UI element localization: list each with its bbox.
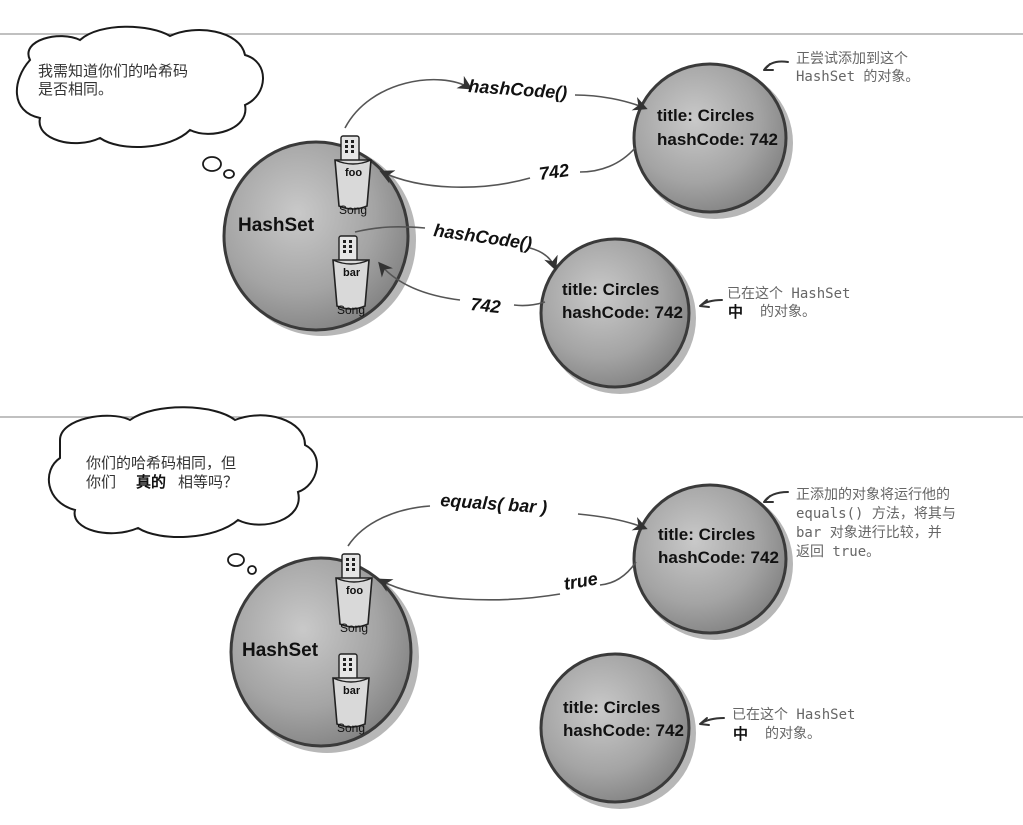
top-call-arrow-1a xyxy=(344,75,473,129)
bottom-call-label: equals( bar ) xyxy=(440,490,548,517)
bottom-song-bar-cup: bar Song xyxy=(332,653,370,735)
top-panel: 我需知道你们的哈希码 是否相同。 HashSet foo Song bar So… xyxy=(16,25,919,394)
top-existing-object-blob: title: Circles hashCode: 742 xyxy=(539,237,696,394)
top-note-new-line2: HashSet 的对象。 xyxy=(796,69,919,85)
top-note-existing-bold: 中 xyxy=(728,303,743,321)
top-return-arrow-2b xyxy=(378,261,461,301)
top-note-existing-line1: 已在这个 HashSet xyxy=(727,285,850,302)
top-call-arrow-2a xyxy=(354,226,426,233)
top-song-foo-cup: foo Song xyxy=(334,135,372,217)
top-hashset-label: HashSet xyxy=(238,215,315,236)
top-return-arrow-1b xyxy=(379,170,531,188)
bottom-new-obj-line1: title: Circles xyxy=(658,525,755,544)
top-new-obj-line2: hashCode: 742 xyxy=(657,130,778,149)
bottom-note-existing-rest: 的对象。 xyxy=(765,726,821,742)
bottom-return-arrow-a xyxy=(599,561,637,586)
bottom-note-new-line4: 返回 true。 xyxy=(796,544,880,560)
top-call-label-1: hashCode() xyxy=(468,76,568,103)
bottom-note-existing-bold: 中 xyxy=(733,725,748,743)
bottom-panel: 你们的哈希码相同，但 你们 真的 相等吗？ HashSet foo Song b… xyxy=(47,406,956,809)
top-note-existing-rest: 的对象。 xyxy=(760,304,816,320)
bottom-thought-cloud: 你们的哈希码相同，但 你们 真的 相等吗？ xyxy=(47,406,318,575)
top-thought-line1: 我需知道你们的哈希码 xyxy=(38,62,188,80)
top-cup-bar-tag: bar xyxy=(343,267,361,279)
bottom-note-existing-arrow xyxy=(699,717,725,726)
bottom-hashset-blob: HashSet foo Song bar Song xyxy=(229,553,419,753)
bottom-thought-line1: 你们的哈希码相同，但 xyxy=(86,454,236,472)
bottom-note-new-line1: 正添加的对象将运行他的 xyxy=(796,487,950,503)
bottom-call-arrow-a xyxy=(347,505,431,547)
top-existing-obj-line1: title: Circles xyxy=(562,280,659,299)
bottom-note-new-arrow xyxy=(763,491,789,503)
top-new-object-blob: title: Circles hashCode: 742 xyxy=(632,62,793,219)
bottom-cup-bar-label: Song xyxy=(337,721,365,735)
top-return-label-2: 742 xyxy=(470,294,502,317)
bottom-note-existing-line1: 已在这个 HashSet xyxy=(732,706,855,723)
bottom-cup-bar-tag: bar xyxy=(343,685,361,697)
top-return-arrow-1a xyxy=(579,147,636,173)
top-thought-line2: 是否相同。 xyxy=(38,80,113,98)
bottom-call-arrow-b xyxy=(577,513,648,531)
bottom-hashset-label: HashSet xyxy=(242,640,319,661)
bottom-existing-obj-line2: hashCode: 742 xyxy=(563,721,684,740)
top-hashset-blob: HashSet foo Song bar Song xyxy=(222,135,416,336)
top-call-arrow-1b xyxy=(574,94,648,111)
bottom-thought-line2c: 相等吗？ xyxy=(178,473,238,491)
bottom-thought-line2a: 你们 xyxy=(86,473,116,491)
bottom-cup-foo-label: Song xyxy=(340,621,368,635)
bottom-cup-foo-tag: foo xyxy=(346,585,363,597)
top-new-obj-line1: title: Circles xyxy=(657,106,754,125)
top-cup-foo-tag: foo xyxy=(345,167,362,179)
bottom-new-obj-line2: hashCode: 742 xyxy=(658,548,779,567)
top-song-bar-cup: bar Song xyxy=(332,235,370,317)
top-return-arrow-2a xyxy=(513,301,546,307)
top-return-label-1: 742 xyxy=(538,160,571,184)
top-thought-cloud: 我需知道你们的哈希码 是否相同。 xyxy=(16,25,264,179)
bottom-return-label: true xyxy=(562,568,599,594)
top-cup-bar-label: Song xyxy=(337,303,365,317)
top-call-label-2: hashCode() xyxy=(432,220,533,254)
top-note-new-line1: 正尝试添加到这个 xyxy=(796,50,908,67)
bottom-note-new-line3: bar 对象进行比较，并 xyxy=(796,525,942,541)
top-call-arrow-2b xyxy=(529,247,558,271)
top-note-new-arrow xyxy=(763,60,789,71)
top-existing-obj-line2: hashCode: 742 xyxy=(562,303,683,322)
bottom-existing-obj-line1: title: Circles xyxy=(563,698,660,717)
bottom-thought-line2-bold: 真的 xyxy=(136,473,166,491)
bottom-return-arrow-b xyxy=(377,578,561,601)
bottom-new-object-blob: title: Circles hashCode: 742 xyxy=(632,483,793,640)
top-cup-foo-label: Song xyxy=(339,203,367,217)
bottom-note-new-line2: equals() 方法，将其与 xyxy=(796,506,956,522)
top-note-existing-arrow xyxy=(699,299,723,308)
bottom-song-foo-cup: foo Song xyxy=(335,553,373,635)
bottom-existing-object-blob: title: Circles hashCode: 742 xyxy=(539,652,696,809)
